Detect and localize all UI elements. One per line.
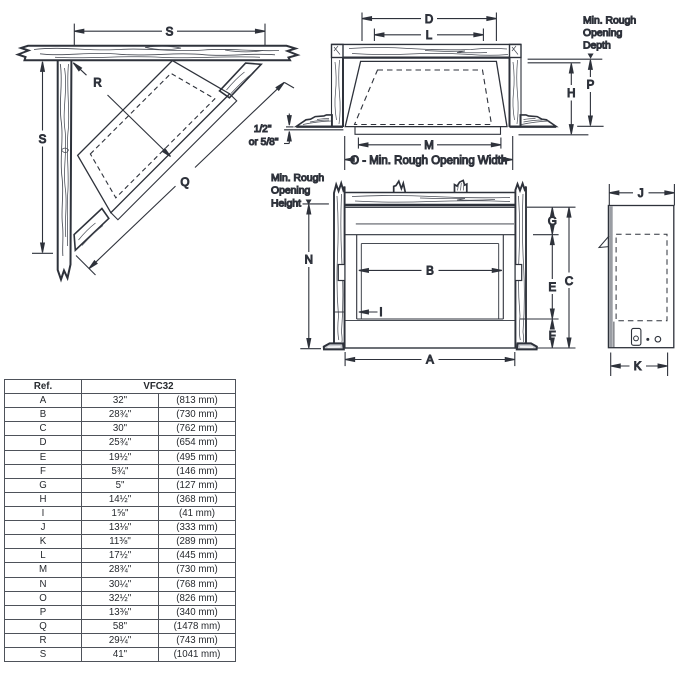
svg-text:or 5/8": or 5/8": [249, 137, 279, 148]
svg-text:I: I: [379, 307, 382, 319]
svg-text:Opening: Opening: [271, 186, 311, 197]
svg-text:B: B: [426, 266, 434, 278]
svg-text:Opening: Opening: [583, 28, 623, 39]
svg-text:F: F: [549, 331, 556, 343]
svg-text:L: L: [426, 30, 433, 42]
svg-text:C: C: [565, 276, 573, 288]
svg-text:Min. Rough: Min. Rough: [583, 16, 636, 27]
svg-text:O - Min. Rough Opening Width: O - Min. Rough Opening Width: [350, 155, 507, 167]
svg-text:N: N: [305, 255, 313, 267]
svg-text:Depth: Depth: [583, 41, 611, 52]
svg-text:S: S: [39, 134, 47, 146]
svg-text:S: S: [166, 27, 174, 39]
svg-text:R: R: [93, 78, 101, 90]
svg-text:K: K: [634, 361, 642, 373]
svg-text:1/2": 1/2": [254, 124, 272, 135]
svg-text:H: H: [567, 88, 575, 100]
svg-text:G: G: [548, 216, 557, 228]
svg-text:M: M: [424, 140, 434, 152]
svg-text:J: J: [638, 188, 644, 200]
svg-text:Height: Height: [271, 198, 301, 209]
svg-text:Min. Rough: Min. Rough: [271, 173, 324, 184]
svg-text:Q: Q: [181, 177, 190, 189]
svg-text:E: E: [548, 282, 556, 294]
svg-text:D: D: [425, 14, 433, 26]
svg-text:A: A: [426, 355, 434, 367]
svg-text:P: P: [587, 80, 595, 92]
